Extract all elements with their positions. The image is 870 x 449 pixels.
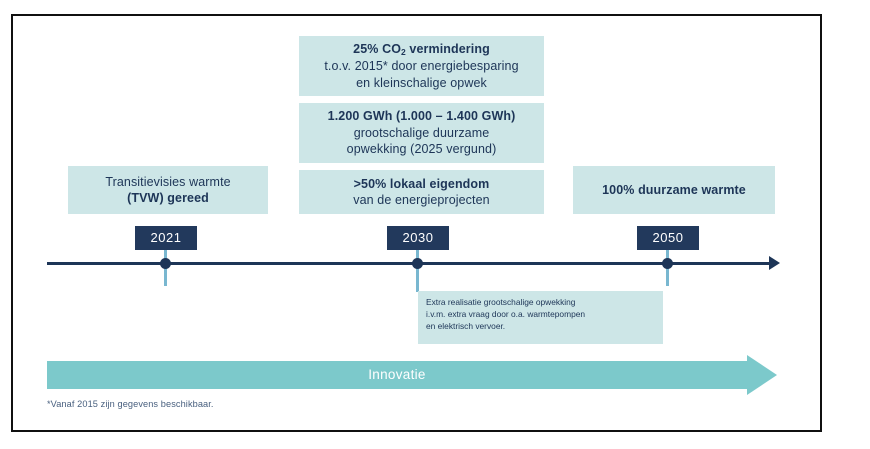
milestone-line: 1.200 GWh (1.000 – 1.400 GWh) bbox=[327, 109, 516, 124]
milestone-line: van de energieprojecten bbox=[353, 193, 490, 207]
innovation-arrowhead-icon bbox=[747, 355, 777, 395]
innovation-arrow-bar bbox=[47, 361, 747, 389]
milestone-line: >50% lokaal eigendom bbox=[353, 176, 490, 191]
timeline-year-chip-2050[interactable]: 2050 bbox=[637, 226, 699, 250]
footnote: *Vanaf 2015 zijn gegevens beschikbaar. bbox=[47, 399, 214, 409]
timeline-axis-arrowhead-icon bbox=[769, 256, 780, 270]
milestone-line: en kleinschalige opwek bbox=[356, 75, 487, 90]
note-box-extra-realisatie: Extra realisatie grootschalige opwekking… bbox=[418, 291, 663, 344]
timeline-dot-2030 bbox=[412, 258, 423, 269]
milestone-box-co2: 25% CO2 vermindering t.o.v. 2015* door e… bbox=[299, 36, 544, 96]
milestone-box-duurzame-warmte: 100% duurzame warmte bbox=[573, 166, 775, 214]
note-line: Extra realisatie grootschalige opwekking bbox=[426, 297, 576, 307]
milestone-line: opwekking (2025 vergund) bbox=[346, 142, 497, 157]
milestone-line: 100% duurzame warmte bbox=[602, 182, 746, 197]
subscript-two: 2 bbox=[401, 46, 406, 57]
milestone-line: grootschalige duurzame bbox=[353, 125, 490, 140]
milestone-line: t.o.v. 2015* door energiebesparing bbox=[324, 59, 519, 74]
milestone-line: (TVW) gereed bbox=[127, 191, 209, 205]
milestone-box-tvw: Transitievisies warmte (TVW) gereed bbox=[68, 166, 268, 214]
timeline-year-chip-2021[interactable]: 2021 bbox=[135, 226, 197, 250]
note-line: i.v.m. extra vraag door o.a. warmtepompe… bbox=[426, 308, 586, 319]
note-line: en elektrisch vervoer. bbox=[426, 320, 506, 331]
timeline-axis bbox=[47, 262, 770, 265]
innovation-label: Innovatie bbox=[368, 367, 426, 382]
timeline-dot-2050 bbox=[662, 258, 673, 269]
innovation-arrow: Innovatie bbox=[47, 355, 777, 395]
timeline-year-chip-2030[interactable]: 2030 bbox=[387, 226, 449, 250]
milestone-box-lokaal-eigendom: >50% lokaal eigendom van de energieproje… bbox=[299, 170, 544, 214]
milestone-line-co2-heading: 25% CO2 vermindering bbox=[353, 41, 490, 57]
timeline-tick-stem-2030 bbox=[416, 248, 419, 292]
milestone-line: Transitievisies warmte bbox=[105, 174, 231, 189]
timeline-dot-2021 bbox=[160, 258, 171, 269]
milestone-box-gwh: 1.200 GWh (1.000 – 1.400 GWh) grootschal… bbox=[299, 103, 544, 163]
